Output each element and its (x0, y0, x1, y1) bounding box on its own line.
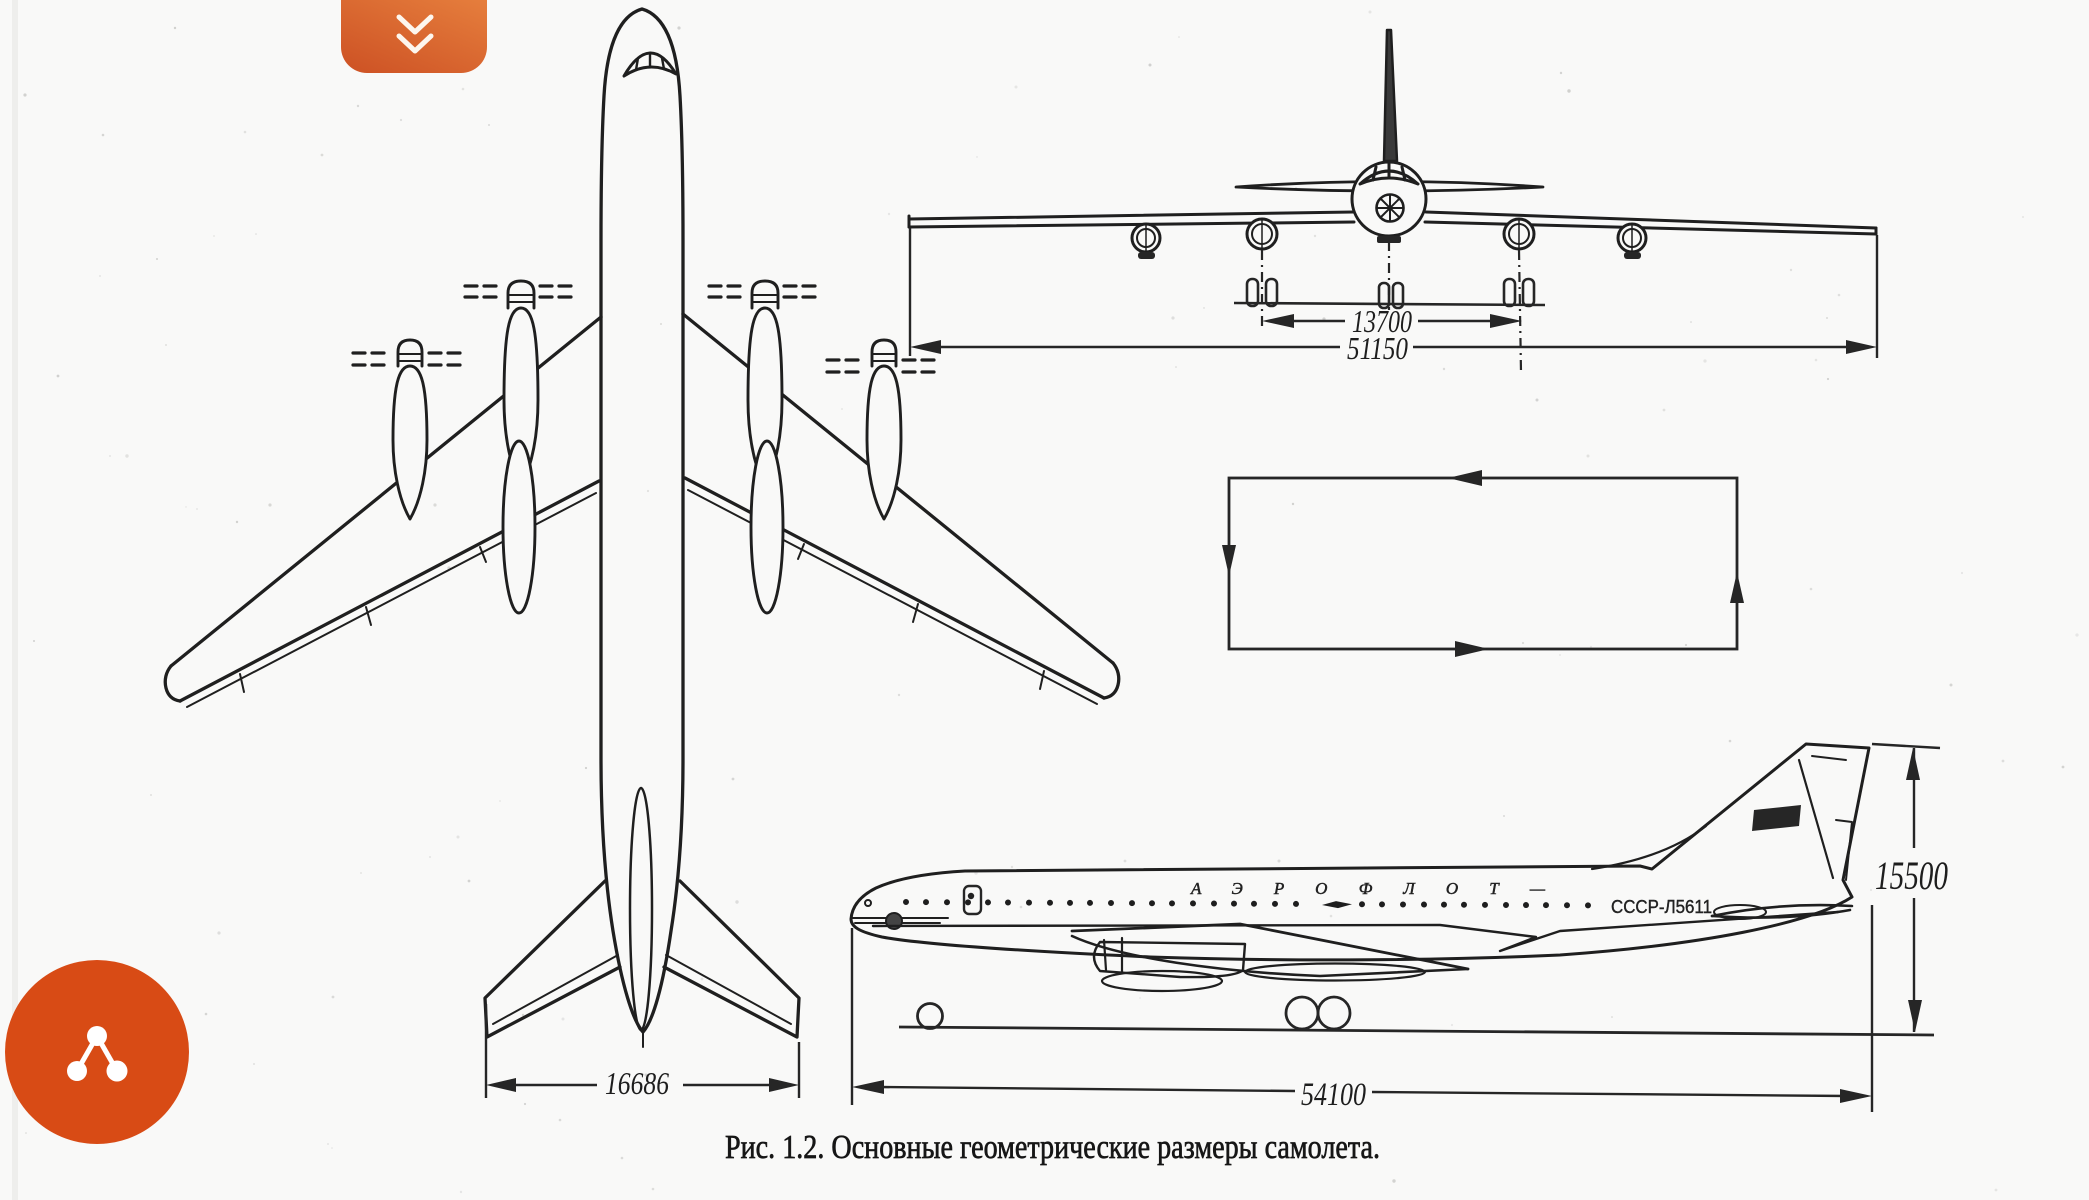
svg-text:13700: 13700 (1352, 303, 1412, 339)
svg-text:СССР-Л5611: СССР-Л5611 (1611, 897, 1712, 917)
svg-text:АЭРОФЛОТ—: АЭРОФЛОТ— (1190, 879, 1546, 898)
svg-text:51150: 51150 (1347, 330, 1408, 366)
svg-text:54100: 54100 (1301, 1077, 1366, 1113)
svg-text:15500: 15500 (1875, 853, 1948, 898)
svg-text:Рис. 1.2. Основные геометричес: Рис. 1.2. Основные геометрические размер… (725, 1129, 1380, 1166)
svg-text:16686: 16686 (605, 1065, 669, 1101)
